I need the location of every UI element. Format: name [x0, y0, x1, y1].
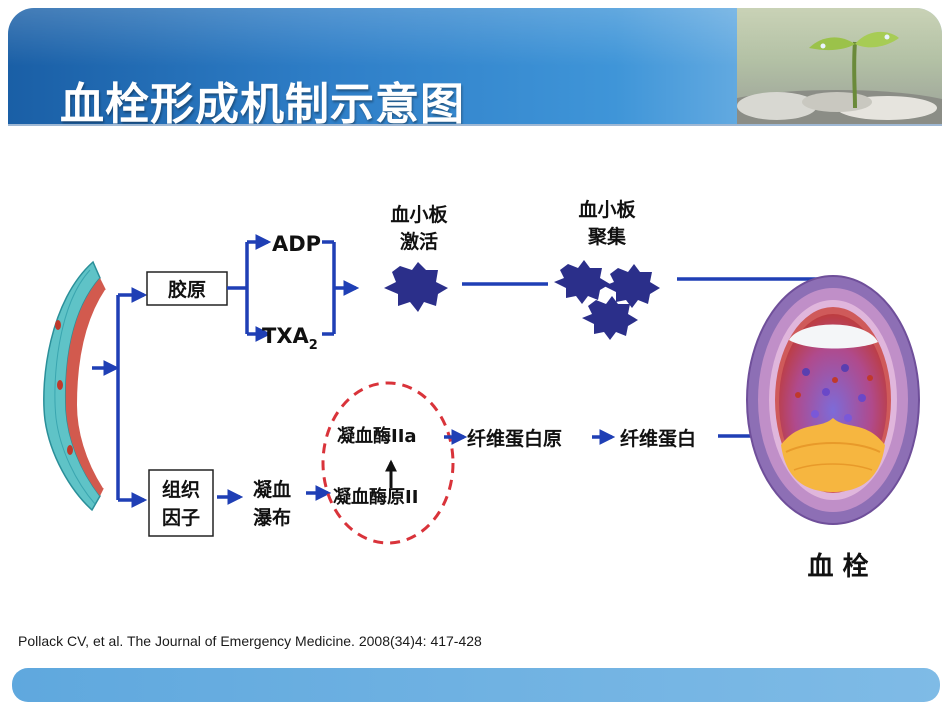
platelet-activation-label-1: 血小板 — [390, 203, 448, 226]
activated-platelet-icon — [384, 262, 448, 312]
header-sprout-photo — [737, 8, 942, 124]
prothrombin-label: 凝血酶原II — [333, 486, 418, 508]
thrombin-label: 凝血酶IIa — [337, 425, 417, 447]
tissue-factor-label-1: 组织 — [162, 478, 200, 501]
txa2-label: TXA2 — [262, 324, 318, 353]
thrombus-label: 血 栓 — [807, 552, 868, 582]
thrombin-dashed-circle — [321, 381, 455, 545]
header-divider — [8, 124, 942, 126]
fibrin-label: 纤维蛋白 — [620, 427, 696, 450]
sprout-image — [737, 31, 942, 124]
page-title: 血栓形成机制示意图 — [60, 79, 465, 124]
platelet-aggregation-label-2: 聚集 — [587, 225, 627, 248]
collagen-box — [146, 271, 228, 306]
coagulation-cascade-label-1: 凝血 — [253, 478, 291, 501]
tissue-factor-label-2: 因子 — [162, 507, 200, 529]
aggregated-platelet-icon-3 — [582, 296, 638, 340]
thrombus-vessel-icon — [746, 275, 920, 525]
coagulation-cascade-label-2: 瀑布 — [253, 506, 291, 529]
fibrinogen-label: 纤维蛋白原 — [467, 427, 562, 450]
footer-bar — [12, 668, 940, 702]
adp-label: ADP — [272, 232, 321, 256]
vessel-wall-icon — [43, 260, 107, 512]
citation: Pollack CV, et al. The Journal of Emerge… — [18, 633, 482, 649]
tissue-factor-box — [148, 469, 214, 537]
collagen-label: 胶原 — [168, 278, 206, 301]
aggregated-platelet-icon-2 — [604, 264, 660, 308]
aggregated-platelet-icon-1 — [554, 260, 610, 304]
platelet-aggregation-label-1: 血小板 — [578, 198, 636, 221]
platelet-activation-label-2: 激活 — [400, 230, 438, 253]
